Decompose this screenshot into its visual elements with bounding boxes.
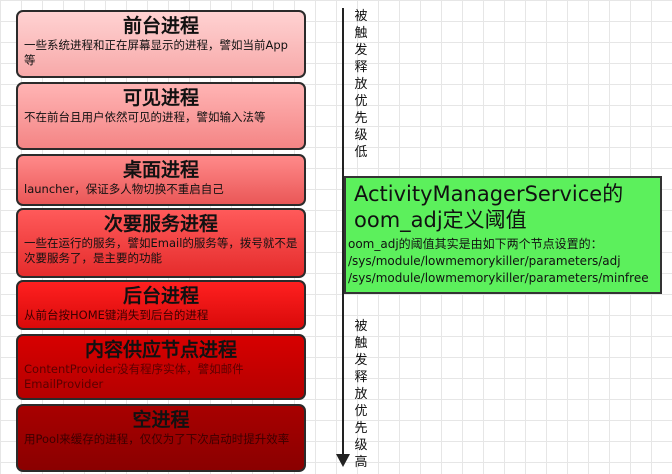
label-char: 被	[354, 9, 368, 24]
info-desc-line: /sys/module/lowmemorykiller/parameters/m…	[348, 271, 649, 285]
process-desc: 不在前台且用户依然可见的进程，譬如输入法等	[24, 110, 266, 124]
label-char: 放	[354, 77, 368, 92]
info-desc-line: /sys/module/lowmemorykiller/parameters/a…	[348, 254, 621, 268]
label-char: 先	[354, 421, 368, 436]
process-title: 可见进程	[122, 87, 199, 109]
process-title: 次要服务进程	[103, 213, 218, 235]
process-title: 桌面进程	[122, 159, 199, 181]
process-desc: 用Pool来缓存的进程，仅仅为了下次启动时提升效率	[24, 432, 290, 446]
priority-low-label: 被 触 发 释 放 优 先 级 低	[352, 8, 370, 161]
process-title: 前台进程	[122, 15, 199, 37]
visible-process-box: 可见进程 不在前台且用户依然可见的进程，譬如输入法等	[16, 82, 306, 150]
label-char: 放	[354, 387, 368, 402]
process-desc: 一些系统进程和正在屏幕显示的进程，譬如当前App等	[24, 38, 288, 67]
process-desc: ContentProvider没有程序实体，譬如邮件EmailProvider	[24, 362, 244, 391]
label-char: 释	[354, 60, 368, 75]
info-title-line: oom_adj定义阈值	[354, 208, 527, 232]
label-char: 级	[354, 438, 368, 453]
process-title: 后台进程	[122, 285, 199, 307]
secondary-service-process-box: 次要服务进程 一些在运行的服务，譬如Email的服务等，拨号就不是次要服务了，是…	[16, 208, 306, 278]
arrow-down-icon	[336, 454, 350, 467]
label-char: 级	[354, 128, 368, 143]
label-char: 高	[354, 455, 368, 470]
process-desc: launcher，保证多人物切换不重启自己	[24, 182, 224, 196]
content-provider-process-box: 内容供应节点进程 ContentProvider没有程序实体，譬如邮件Email…	[16, 334, 306, 400]
process-desc: 从前台按HOME键消失到后台的进程	[24, 308, 209, 322]
empty-process-box: 空进程 用Pool来缓存的进程，仅仅为了下次启动时提升效率	[16, 404, 306, 472]
info-title-line: ActivityManagerService的	[354, 182, 624, 206]
info-desc-line: oom_adj的阈值其实是由如下两个节点设置的：	[348, 237, 603, 251]
label-char: 发	[354, 43, 368, 58]
oom-adj-info-box: ActivityManagerService的 oom_adj定义阈值 oom_…	[344, 176, 662, 294]
label-char: 发	[354, 353, 368, 368]
priority-arrow-line	[342, 8, 344, 460]
home-process-box: 桌面进程 launcher，保证多人物切换不重启自己	[16, 154, 306, 206]
label-char: 释	[354, 370, 368, 385]
foreground-process-box: 前台进程 一些系统进程和正在屏幕显示的进程，譬如当前App等	[16, 10, 306, 78]
priority-high-label: 被 触 发 释 放 优 先 级 高	[352, 318, 370, 471]
background-process-box: 后台进程 从前台按HOME键消失到后台的进程	[16, 280, 306, 330]
label-char: 触	[354, 26, 368, 41]
label-char: 低	[354, 145, 368, 160]
process-desc: 一些在运行的服务，譬如Email的服务等，拨号就不是次要服务了，是主要的功能	[24, 236, 298, 265]
label-char: 触	[354, 336, 368, 351]
label-char: 被	[354, 319, 368, 334]
process-title: 内容供应节点进程	[84, 339, 237, 361]
label-char: 先	[354, 111, 368, 126]
process-title: 空进程	[132, 409, 190, 431]
label-char: 优	[354, 94, 368, 109]
label-char: 优	[354, 404, 368, 419]
